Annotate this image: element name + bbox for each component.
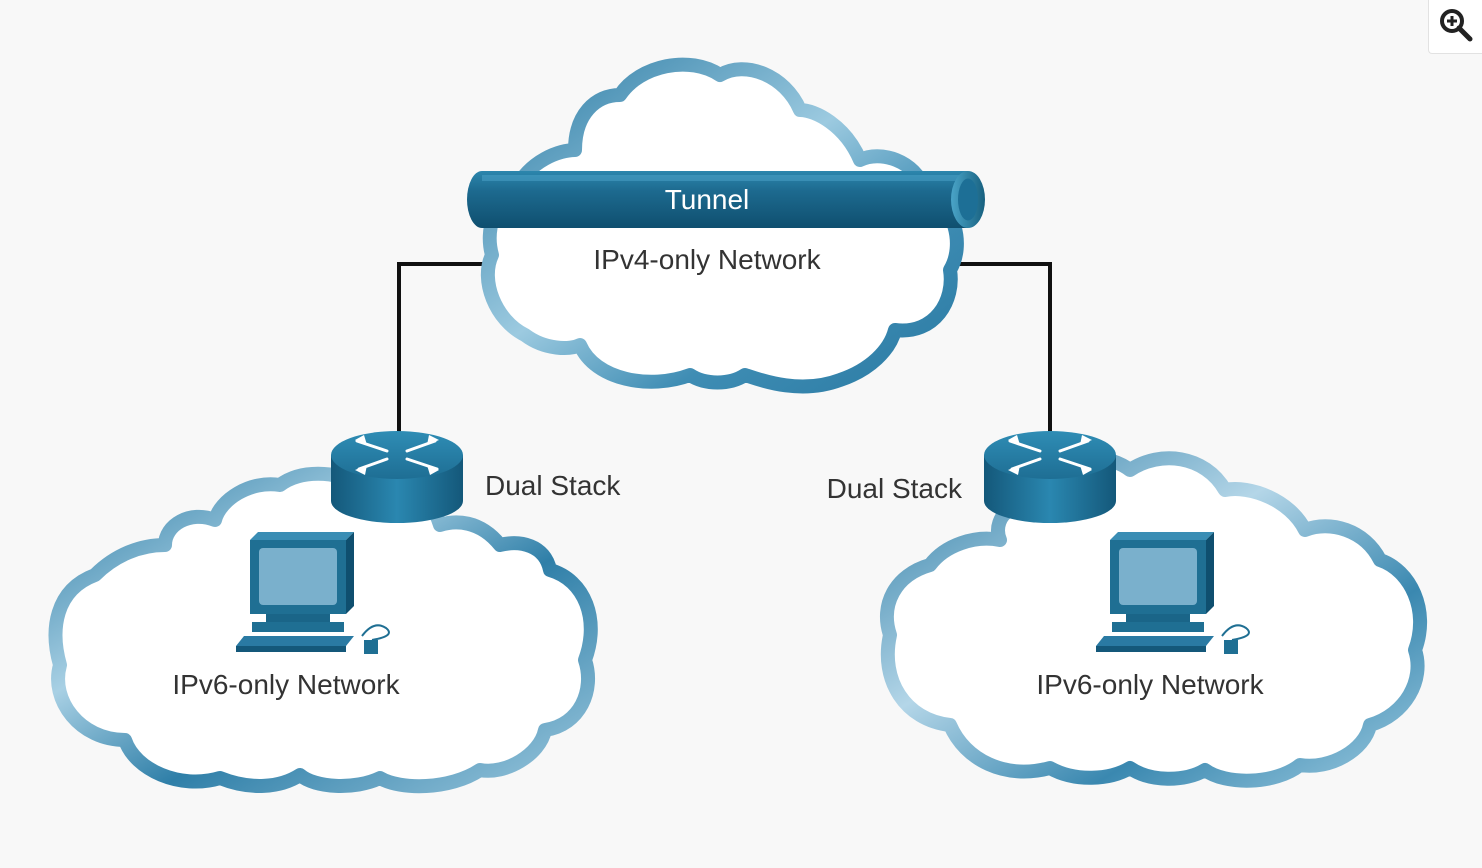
zoom-button[interactable] bbox=[1428, 0, 1482, 54]
right-cloud-label: IPv6-only Network bbox=[1036, 669, 1264, 700]
right-router-label: Dual Stack bbox=[827, 473, 963, 504]
tunnel-pipe bbox=[467, 171, 985, 228]
left-router-icon bbox=[329, 429, 465, 525]
link-left bbox=[397, 262, 490, 440]
right-router-icon bbox=[982, 429, 1118, 525]
left-router-label: Dual Stack bbox=[485, 470, 621, 501]
link-right bbox=[958, 262, 1052, 440]
tunnel-label: Tunnel bbox=[665, 184, 750, 215]
zoom-in-icon bbox=[1440, 9, 1473, 42]
ipv4-cloud-label: IPv4-only Network bbox=[593, 244, 821, 275]
left-cloud-label: IPv6-only Network bbox=[172, 669, 400, 700]
